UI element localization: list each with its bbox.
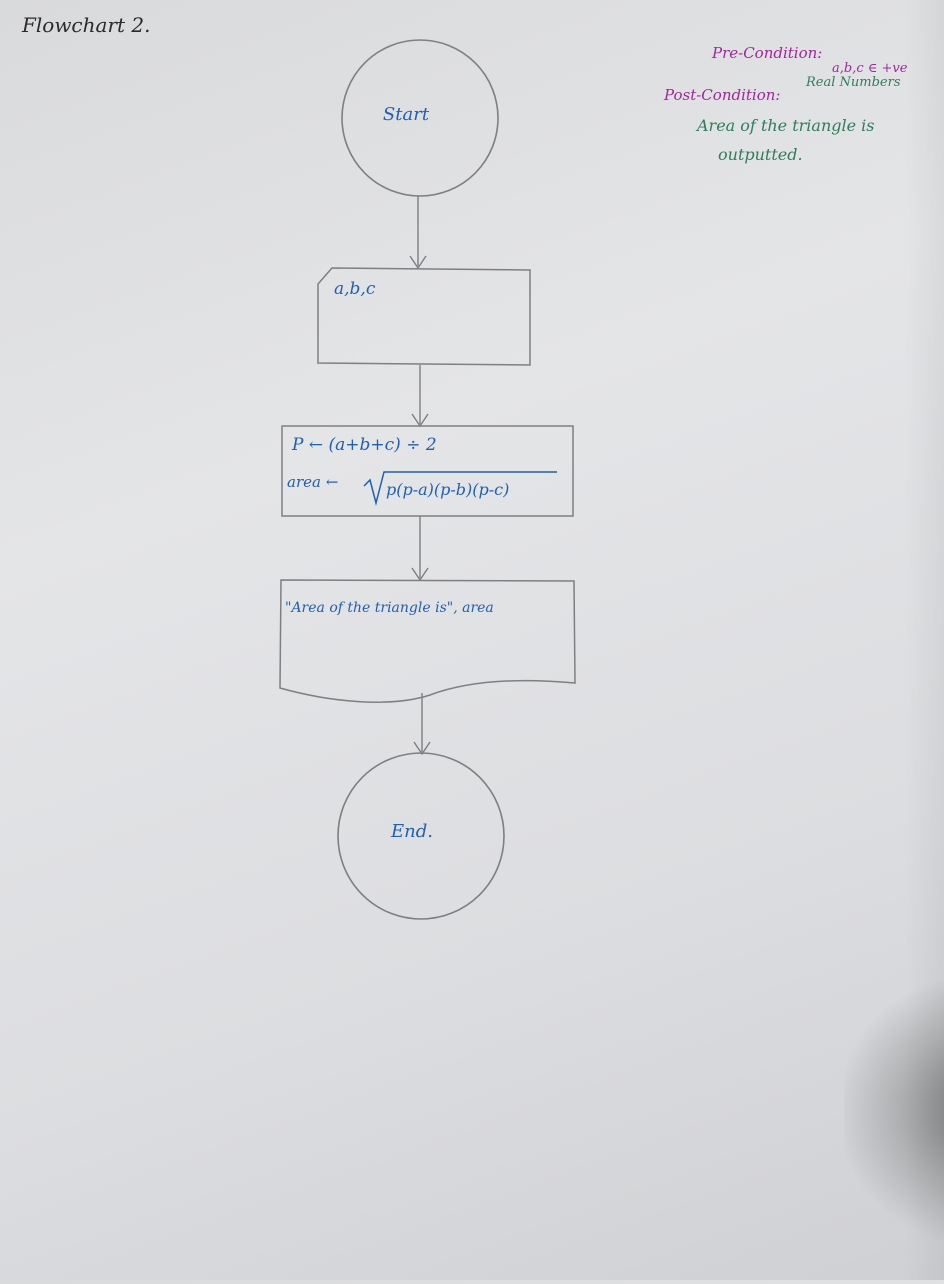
output-box bbox=[279, 579, 576, 703]
postcondition-label: Post-Condition: bbox=[663, 86, 780, 104]
sqrt-symbol bbox=[363, 471, 557, 506]
process-line-1: P ← (a+b+c) ÷ 2 bbox=[291, 435, 437, 455]
postcondition-line-1: Area of the triangle is bbox=[695, 116, 875, 135]
output-label: "Area of the triangle is", area bbox=[285, 600, 494, 616]
start-label: Start bbox=[383, 104, 430, 125]
process-line-2-radicand: p(p-a)(p-b)(p-c) bbox=[386, 480, 509, 499]
start-terminal bbox=[341, 39, 499, 197]
end-label: End. bbox=[390, 821, 433, 842]
process-line-2-prefix: area ← bbox=[287, 473, 338, 491]
arrowhead-end bbox=[413, 741, 431, 756]
precondition-value: a,b,c ∈ +ve bbox=[832, 61, 908, 76]
precondition-value-2: Real Numbers bbox=[805, 75, 901, 90]
input-label: a,b,c bbox=[334, 279, 376, 299]
input-box bbox=[317, 267, 531, 366]
precondition-label: Pre-Condition: bbox=[711, 44, 822, 62]
arrowhead-input bbox=[409, 255, 427, 270]
end-terminal bbox=[337, 752, 505, 920]
page-title: Flowchart 2. bbox=[21, 13, 150, 37]
process-box bbox=[281, 425, 574, 517]
postcondition-line-2: outputted. bbox=[718, 145, 803, 164]
